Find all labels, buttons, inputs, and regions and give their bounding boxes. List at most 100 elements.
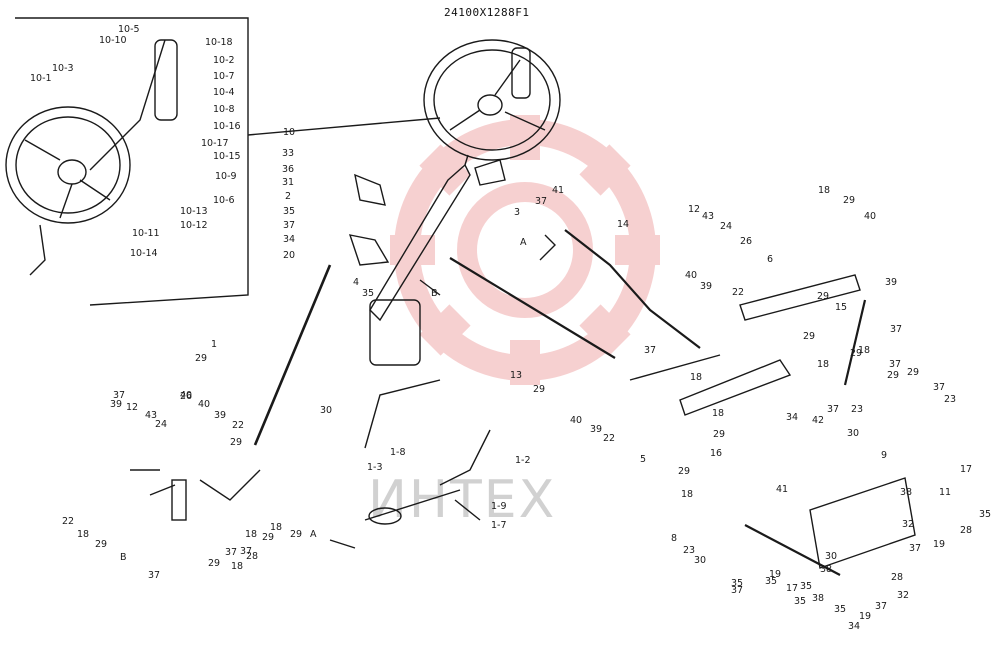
callout-label: 29 — [195, 353, 207, 364]
callout-label: 23 — [683, 545, 695, 556]
callout-label: 39 — [214, 410, 226, 421]
callout-label: 12 — [126, 402, 138, 413]
callout-label: 1-8 — [390, 447, 406, 458]
callout-label: 37 — [148, 570, 160, 581]
callout-label: 18 — [231, 561, 243, 572]
callout-label: 3 — [514, 207, 520, 218]
callout-label: 19 — [933, 539, 945, 550]
callout-label: 10-2 — [213, 55, 235, 66]
callout-label: 10-12 — [180, 220, 208, 231]
callout-label: 39 — [700, 281, 712, 292]
callout-label: 1-7 — [491, 520, 507, 531]
callout-label: 37 — [731, 585, 743, 596]
callout-label: 17 — [786, 583, 798, 594]
callout-label: 41 — [776, 484, 788, 495]
callout-label: 22 — [62, 516, 74, 527]
callout-label: 37 — [890, 324, 902, 335]
callout-label: 1-3 — [367, 462, 383, 473]
callout-label: 38 — [820, 564, 832, 575]
callout-label: 22 — [603, 433, 615, 444]
callout-label: 13 — [510, 370, 522, 381]
callout-label: 39 — [885, 277, 897, 288]
left-linkage — [130, 469, 261, 521]
callout-label: 42 — [812, 415, 824, 426]
callout-label: 22 — [732, 287, 744, 298]
callout-label: 19 — [769, 569, 781, 580]
linework — [5, 17, 916, 576]
callout-label: 37 — [875, 601, 887, 612]
callout-labels: 10-1810-510-1010-310-110-210-710-410-810… — [30, 24, 991, 632]
callout-label: 40 — [685, 270, 697, 281]
callout-label: 10-15 — [213, 151, 241, 162]
callout-label: 37 — [644, 345, 656, 356]
callout-label: 4 — [353, 277, 359, 288]
document-code: 24100X1288F1 — [444, 6, 530, 19]
callout-label: 37 — [909, 543, 921, 554]
callout-label: 28 — [960, 525, 972, 536]
callout-label: 30 — [694, 555, 706, 566]
callout-label: 20 — [283, 250, 295, 261]
callout-label: 28 — [246, 551, 258, 562]
callout-label: 8 — [671, 533, 677, 544]
callout-label: 10 — [283, 127, 295, 138]
callout-label: 30 — [320, 405, 332, 416]
callout-label: 24 — [155, 419, 167, 430]
callout-label: 38 — [900, 487, 912, 498]
callout-label: 18 — [690, 372, 702, 383]
callout-label: A — [520, 237, 527, 248]
callout-label: 10-6 — [213, 195, 235, 206]
callout-label: 18 — [270, 522, 282, 533]
callout-label: 35 — [283, 206, 295, 217]
callout-label: 1-2 — [515, 455, 531, 466]
callout-label: 37 — [283, 220, 295, 231]
callout-label: 29 — [262, 532, 274, 543]
callout-label: 26 — [740, 236, 752, 247]
callout-label: 10-16 — [213, 121, 241, 132]
callout-label: 40 — [864, 211, 876, 222]
callout-label: 29 — [817, 291, 829, 302]
callout-label: 40 — [180, 390, 192, 401]
callout-label: 2 — [285, 191, 291, 202]
callout-label: 18 — [77, 529, 89, 540]
callout-label: 39 — [590, 424, 602, 435]
callout-label: 14 — [617, 219, 629, 230]
callout-label: 10-18 — [205, 37, 233, 48]
callout-label: 37 — [240, 546, 252, 557]
callout-label: 35 — [834, 604, 846, 615]
callout-label: 10-1 — [30, 73, 52, 84]
callout-label: 33 — [282, 148, 294, 159]
callout-label: 18 — [858, 345, 870, 356]
callout-label: 10-14 — [130, 248, 158, 259]
callout-label: 38 — [812, 593, 824, 604]
callout-label: 43 — [702, 211, 714, 222]
callout-label: 29 — [208, 558, 220, 569]
callout-label: 29 — [907, 367, 919, 378]
callout-label: 35 — [362, 288, 374, 299]
callout-label: 29 — [230, 437, 242, 448]
callout-label: 43 — [145, 410, 157, 421]
callout-label: 35 — [731, 578, 743, 589]
steering-column — [369, 154, 471, 366]
callout-label: 10-9 — [215, 171, 237, 182]
callout-label: 35 — [765, 576, 777, 587]
callout-label: 23 — [851, 404, 863, 415]
callout-label: 16 — [710, 448, 722, 459]
callout-label: 18 — [681, 489, 693, 500]
callout-label: 18 — [818, 185, 830, 196]
callout-label: 10-8 — [213, 104, 235, 115]
callout-label: 34 — [786, 412, 798, 423]
callout-label: 29 — [95, 539, 107, 550]
callout-label: 29 — [850, 348, 862, 359]
callout-label: 29 — [843, 195, 855, 206]
callout-label: 18 — [817, 359, 829, 370]
steering-wheel-inset — [5, 39, 178, 276]
callout-label: 29 — [803, 331, 815, 342]
callout-label: 19 — [859, 611, 871, 622]
callout-label: 18 — [712, 408, 724, 419]
callout-label: 5 — [640, 454, 646, 465]
callout-label: 37 — [225, 547, 237, 558]
callout-label: 10-4 — [213, 87, 235, 98]
shift-lever — [364, 429, 491, 525]
